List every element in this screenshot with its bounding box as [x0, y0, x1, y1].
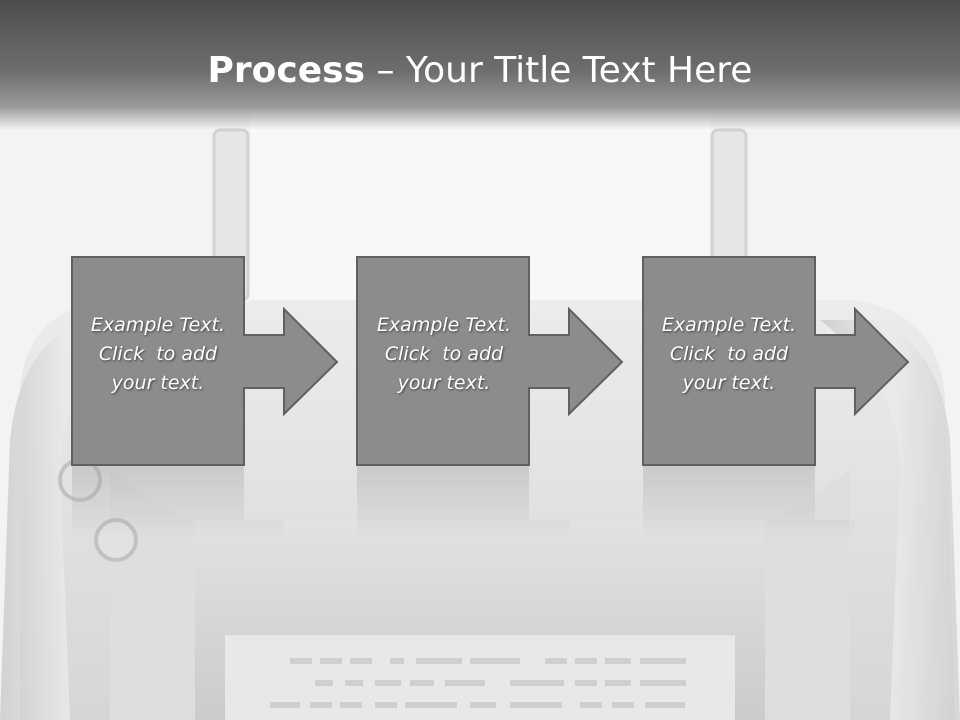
step-3-line-3: your text. — [682, 372, 776, 394]
step-3-arrow-shape[interactable] — [642, 256, 910, 466]
step-1-line-1: Example Text. — [90, 314, 226, 336]
title-bar — [0, 0, 960, 130]
step-1-text[interactable]: Example Text. Click to add your text. — [72, 311, 244, 398]
step-1-arrow-shape[interactable] — [71, 256, 339, 466]
step-3-line-2: Click to add — [669, 343, 789, 365]
step-1-reflection — [72, 466, 284, 540]
step-2-reflection — [357, 466, 569, 540]
step-2-line-3: your text. — [397, 372, 491, 394]
slide-title[interactable]: Process – Your Title Text Here — [0, 50, 960, 91]
slide-title-bold: Process — [207, 50, 366, 91]
step-2-line-1: Example Text. — [376, 314, 512, 336]
step-2-text[interactable]: Example Text. Click to add your text. — [358, 311, 530, 398]
step-3-reflection — [643, 466, 855, 540]
step-1-line-3: your text. — [111, 372, 205, 394]
step-1-line-2: Click to add — [98, 343, 218, 365]
step-3-line-1: Example Text. — [661, 314, 797, 336]
step-2-arrow-shape[interactable] — [356, 256, 624, 466]
step-3-text[interactable]: Example Text. Click to add your text. — [643, 311, 815, 398]
step-2-line-2: Click to add — [384, 343, 504, 365]
slide-title-rest: – Your Title Text Here — [365, 50, 753, 91]
